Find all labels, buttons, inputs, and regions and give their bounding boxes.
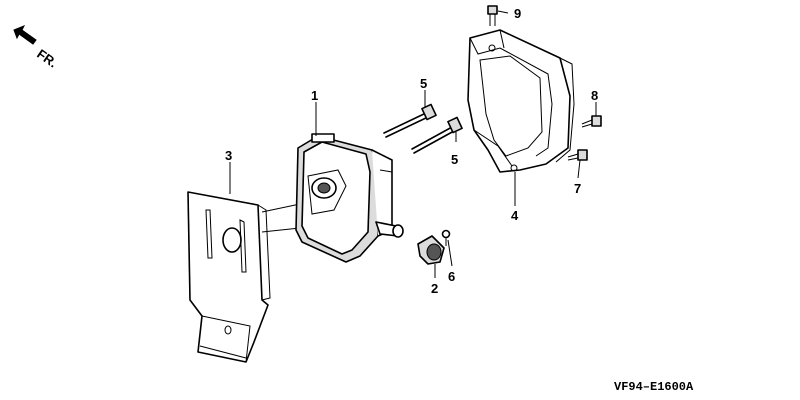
callout-5-upper: 5 xyxy=(420,76,427,91)
muffler-bolt-upper xyxy=(383,103,437,138)
callout-4: 4 xyxy=(511,208,519,223)
arrow-icon xyxy=(13,25,37,45)
cover-bolt-side-upper xyxy=(581,115,602,128)
assembly-line xyxy=(261,203,301,233)
callout-5-lower: 5 xyxy=(451,152,458,167)
muffler-body xyxy=(295,133,404,263)
diagram-code: VF94–E1600A xyxy=(614,380,694,394)
cover-bolt-side-lower xyxy=(567,149,588,161)
cap-screw xyxy=(441,229,451,246)
muffler-bolt-lower xyxy=(411,116,463,154)
leader-lines xyxy=(229,10,597,278)
callout-2: 2 xyxy=(431,281,438,296)
callout-1: 1 xyxy=(311,88,318,103)
callout-7: 7 xyxy=(574,181,581,196)
callout-6: 6 xyxy=(448,269,455,284)
muffler-protector-cover xyxy=(467,29,575,173)
callout-9: 9 xyxy=(514,6,521,21)
spark-arrester-cap xyxy=(417,235,445,265)
callout-3: 3 xyxy=(225,148,232,163)
direction-label: FR. xyxy=(34,46,60,70)
cover-bolt-top xyxy=(487,5,498,26)
callout-8: 8 xyxy=(591,88,598,103)
front-direction-arrow: FR. xyxy=(13,25,60,70)
heat-shield-plate xyxy=(187,191,271,363)
